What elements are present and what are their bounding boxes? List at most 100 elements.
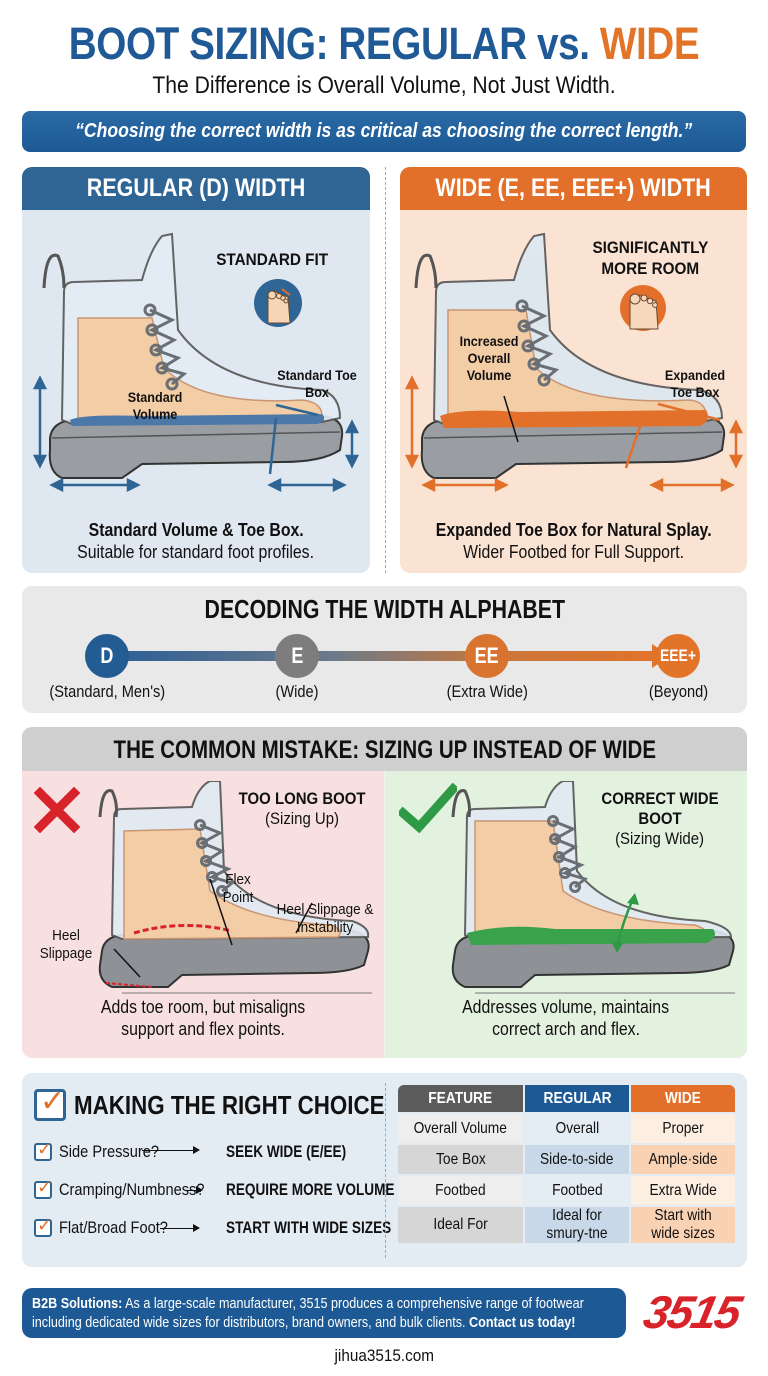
correct-wide-caption-line1: Addresses volume, maintains bbox=[462, 997, 670, 1017]
website-link[interactable]: jihua3515.com bbox=[0, 1346, 768, 1366]
wide-width-panel: WIDE (E, EE, EEE+) WIDTH SIGNIFICANTLY M… bbox=[400, 167, 747, 573]
header-text: REGULAR bbox=[543, 1089, 612, 1107]
standard-toe-box-annotation: Standard Toe Box bbox=[272, 367, 362, 401]
quote-text: “Choosing the correct width is as critic… bbox=[75, 120, 693, 142]
regular-boot-illustration bbox=[32, 232, 360, 493]
wide-panel-heading: WIDE (E, EE, EEE+) WIDTH bbox=[400, 167, 747, 210]
table-cell: Toe Box bbox=[398, 1145, 524, 1174]
checkbox-checked-icon: ✓ bbox=[34, 1215, 52, 1237]
increased-volume-annotation: Increased Overall Volume bbox=[444, 333, 534, 384]
standard-fit-text: STANDARD FIT bbox=[216, 250, 328, 269]
alphabet-title: DECODING THE WIDTH ALPHABET bbox=[22, 594, 747, 625]
choice-answer: START WITH WIDE SIZES bbox=[226, 1218, 392, 1237]
standard-fit-label: STANDARD FIT bbox=[202, 249, 342, 270]
cell-text: Overall Volume bbox=[413, 1119, 508, 1137]
width-node-d: D bbox=[85, 634, 129, 678]
b2b-banner: B2B Solutions: As a large-scale manufact… bbox=[22, 1288, 626, 1338]
table-cell: Ideal for smury-tne bbox=[525, 1207, 630, 1243]
choice-answer-cramping: REQUIRE MORE VOLUME bbox=[226, 1180, 437, 1200]
header-text: FEATURE bbox=[428, 1089, 493, 1107]
cell-text: Footbed bbox=[551, 1181, 603, 1199]
brand-logo: 3515 bbox=[639, 1286, 745, 1338]
comparison-table: FEATURE REGULAR WIDE Overall Volume Over… bbox=[396, 1083, 737, 1245]
check-mark-icon bbox=[399, 783, 457, 833]
checkbox-checked-icon: ✓ bbox=[34, 1139, 52, 1161]
width-label-eee-plus-text: (Beyond) bbox=[648, 682, 708, 701]
expanded-toe-box-annotation: Expanded Toe Box bbox=[650, 367, 740, 401]
table-header-feature: FEATURE bbox=[398, 1085, 524, 1112]
correct-wide-boot-panel: CORRECT WIDE BOOT (Sizing Wide) Addresse… bbox=[385, 771, 747, 1058]
choice-item-flat-foot: ✓ Flat/Broad Foot? bbox=[34, 1215, 186, 1238]
cell-text: Extra Wide bbox=[649, 1181, 717, 1199]
width-code-d: D bbox=[100, 643, 114, 668]
panel-divider bbox=[385, 167, 386, 573]
too-long-boot-sublabel: (Sizing Up) bbox=[264, 809, 340, 828]
width-label-eee-plus: (Beyond) bbox=[598, 682, 758, 702]
cell-text: Side-to-side bbox=[540, 1150, 614, 1168]
correct-wide-boot-title: CORRECT WIDE BOOT bbox=[601, 789, 719, 828]
choice-question: Cramping/Numbness? bbox=[59, 1180, 205, 1199]
choice-answer: REQUIRE MORE VOLUME bbox=[226, 1180, 395, 1199]
heel-slippage-instability-text: Heel Slippage & Instability bbox=[276, 901, 374, 936]
contact-us-link[interactable]: Contact us today! bbox=[469, 1314, 576, 1331]
width-alphabet-section: DECODING THE WIDTH ALPHABET D E EE EEE+ … bbox=[22, 586, 747, 713]
standard-volume-text: Standard Volume bbox=[127, 389, 183, 422]
width-label-ee: (Extra Wide) bbox=[407, 682, 567, 702]
page-subtitle: The Difference is Overall Volume, Not Ju… bbox=[152, 72, 616, 99]
header-text: WIDE bbox=[665, 1089, 702, 1107]
correct-wide-caption-line2: correct arch and flex. bbox=[492, 1019, 640, 1039]
wide-heading-text: WIDE (E, EE, EEE+) WIDTH bbox=[435, 174, 712, 202]
width-scale-bar bbox=[107, 651, 667, 661]
right-choice-title-text: MAKING THE RIGHT CHOICE bbox=[74, 1089, 385, 1120]
page-title: BOOT SIZING: REGULAR vs. WIDE bbox=[54, 18, 714, 70]
wide-caption-text: Wider Footbed for Full Support. bbox=[463, 542, 684, 562]
width-label-e: (Wide) bbox=[217, 682, 377, 702]
width-node-e: E bbox=[275, 634, 319, 678]
table-row: Overall Volume Overall Proper bbox=[398, 1114, 735, 1143]
website-url[interactable]: jihua3515.com bbox=[334, 1346, 434, 1365]
foot-toes-icon bbox=[620, 285, 666, 331]
cell-text: Proper bbox=[662, 1119, 704, 1137]
width-label-d-text: (Standard, Men's) bbox=[49, 682, 165, 701]
regular-caption-text: Suitable for standard foot profiles. bbox=[77, 542, 315, 562]
table-cell: Side-to-side bbox=[525, 1145, 630, 1174]
table-row: Ideal For Ideal for smury-tne Start with… bbox=[398, 1207, 735, 1243]
arrow-right-icon bbox=[142, 1146, 200, 1154]
too-long-boot-illustration bbox=[98, 781, 372, 994]
foot-toes-icon bbox=[254, 279, 302, 327]
table-cell: Footbed bbox=[398, 1176, 524, 1205]
too-long-boot-panel: TOO LONG BOOT (Sizing Up) Flex Point Hee… bbox=[22, 771, 384, 1058]
table-cell: Ample·side bbox=[631, 1145, 735, 1174]
more-room-line2: MORE ROOM bbox=[601, 259, 699, 278]
correct-wide-boot-sublabel: (Sizing Wide) bbox=[615, 829, 705, 848]
choice-question: Side Pressure? bbox=[59, 1142, 159, 1161]
width-node-ee: EE bbox=[465, 634, 509, 678]
cell-text: Ideal for smury-tne bbox=[546, 1207, 608, 1242]
width-code-eee-plus: EEE+ bbox=[659, 646, 697, 665]
heel-slippage-text: Heel Slippage bbox=[39, 927, 93, 962]
b2b-label: B2B Solutions: bbox=[32, 1295, 123, 1312]
table-cell: Footbed bbox=[525, 1176, 630, 1205]
heel-slippage-annotation: Heel Slippage bbox=[26, 927, 106, 963]
cell-text: Start with wide sizes bbox=[651, 1207, 715, 1242]
table-cell: Start with wide sizes bbox=[631, 1207, 735, 1243]
quote-banner: “Choosing the correct width is as critic… bbox=[22, 111, 746, 152]
mistake-heading: THE COMMON MISTAKE: SIZING UP INSTEAD OF… bbox=[22, 727, 747, 771]
common-mistake-section: THE COMMON MISTAKE: SIZING UP INSTEAD OF… bbox=[22, 727, 747, 1058]
table-row: Toe Box Side-to-side Ample·side bbox=[398, 1145, 735, 1174]
checkbox-checked-icon: ✓ bbox=[34, 1085, 66, 1121]
more-room-label: SIGNIFICANTLY MORE ROOM bbox=[580, 237, 720, 279]
cell-text: Overall bbox=[555, 1119, 599, 1137]
wide-caption-bold: Expanded Toe Box for Natural Splay. bbox=[435, 520, 712, 540]
wide-panel-caption: Expanded Toe Box for Natural Splay. Wide… bbox=[400, 519, 747, 563]
table-header-regular: REGULAR bbox=[525, 1085, 630, 1112]
standard-volume-annotation: Standard Volume bbox=[110, 389, 200, 423]
title-regular-part: BOOT SIZING: REGULAR vs. bbox=[68, 18, 590, 69]
table-cell: Extra Wide bbox=[631, 1176, 735, 1205]
right-choice-title: ✓ MAKING THE RIGHT CHOICE bbox=[34, 1085, 435, 1121]
arrow-right-icon bbox=[160, 1224, 200, 1232]
title-wide-part: WIDE bbox=[599, 18, 700, 69]
table-header-wide: WIDE bbox=[631, 1085, 735, 1112]
expanded-toe-box-text: Expanded Toe Box bbox=[664, 367, 726, 400]
choice-item-side-pressure: ✓ Side Pressure? bbox=[34, 1139, 175, 1162]
